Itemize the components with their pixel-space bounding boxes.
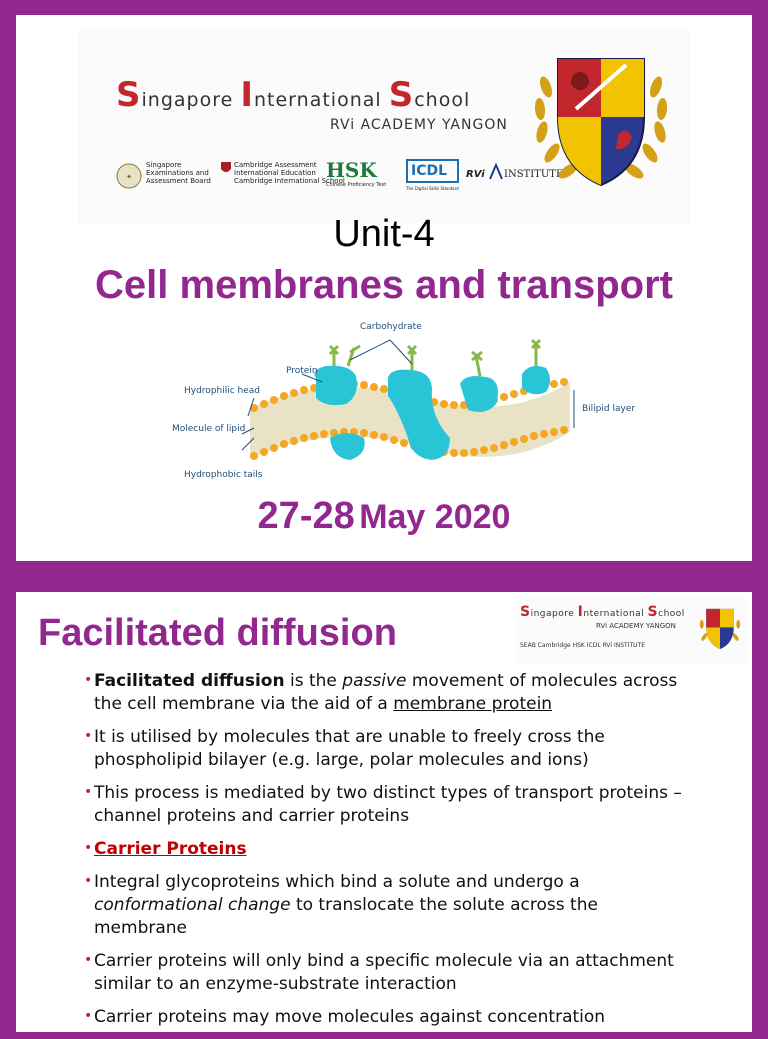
logo-text: Chinese Proficiency Test [326, 182, 387, 188]
school-crest-icon [534, 58, 668, 187]
text-span: is the [284, 671, 343, 691]
text-span: Integral glycoproteins which bind a solu… [94, 872, 580, 892]
school-name: Singapore International School [520, 604, 685, 620]
cambridge-shield-icon [221, 162, 231, 172]
logo-text: International Education [234, 169, 316, 177]
unit-subtitle: Cell membranes and transport [95, 263, 673, 307]
slide-title: Facilitated diffusion [38, 612, 397, 654]
logo-text: INSTITUTE [504, 169, 564, 180]
protein-label: Protein [286, 366, 318, 376]
school-name-part: nternational [583, 609, 648, 619]
svg-text:✦: ✦ [126, 173, 132, 181]
unit-title: Unit-4 [333, 213, 435, 255]
list-item: It is utilised by molecules that are una… [84, 725, 694, 772]
accreditation-logos: ✦ Singapore Examinations and Assessment … [116, 159, 563, 199]
cell-membrane-diagram: Carbohydrate Protein Hydrophilic head Mo… [150, 320, 635, 490]
logo-text: RVi [466, 169, 485, 180]
list-item: Carrier Proteins [84, 837, 694, 861]
school-name-part: chool [414, 89, 471, 111]
text-span: to translocate the solute across the mem… [94, 895, 598, 938]
hydrophilic-head-label: Hydrophilic head [184, 386, 261, 396]
list-item: Carrier proteins may move molecules agai… [84, 1005, 694, 1029]
list-item: Facilitated diffusion is the passive mov… [84, 669, 694, 716]
mini-school-banner: Singapore International School RVi ACADE… [516, 598, 748, 664]
school-name-initial: I [577, 604, 584, 620]
italic-term: passive [342, 671, 407, 691]
rvi-arrow-icon [489, 163, 503, 180]
logo-text: The Digital Skills Standard [406, 186, 459, 191]
list-item: This process is mediated by two distinct… [84, 781, 694, 828]
section-heading: Carrier Proteins [94, 839, 247, 859]
logo-text: Cambridge Assessment [234, 161, 317, 169]
school-name-initial: S [520, 604, 531, 620]
list-item: Integral glycoproteins which bind a solu… [84, 870, 694, 940]
lesson-date: 27-28 May 2020 [16, 495, 752, 538]
school-name-initial: S [647, 604, 659, 620]
italic-term: conformational change [94, 895, 291, 915]
text-span: movement of molecules across the cell me… [94, 671, 678, 714]
logo-text: Cambridge International School [234, 177, 345, 185]
date-month-year: May 2020 [359, 498, 511, 536]
list-item: Carrier proteins will only bind a specif… [84, 949, 694, 996]
carbohydrate-label: Carbohydrate [360, 322, 422, 332]
logo-text: Assessment Board [146, 177, 211, 185]
school-name: Singapore International School [116, 75, 470, 115]
bold-term: Facilitated diffusion [94, 671, 285, 691]
accreditation-logos: SEAB Cambridge HSK ICDL RVi INSTITUTE [520, 642, 645, 649]
school-name-initial: I [240, 75, 254, 115]
content-slide: Facilitated diffusion Singapore Internat… [16, 592, 752, 1032]
title-slide: Singapore International School RVi ACADE… [16, 15, 752, 561]
icdl-logo: ICDL The Digital Skills Standard [406, 159, 459, 197]
school-name-initial: S [388, 75, 415, 115]
school-name-part: nternational [254, 89, 389, 111]
school-name-part: ingapore [141, 89, 241, 111]
bullet-list: Facilitated diffusion is the passive mov… [84, 669, 694, 1039]
school-banner: Singapore International School RVi ACADE… [78, 27, 690, 223]
membrane-illustration [241, 338, 575, 460]
logo-text: HSK [326, 158, 377, 182]
hsk-logo: HSK Chinese Proficiency Test [326, 159, 386, 197]
logo-text: ICDL [406, 159, 459, 183]
school-subtitle: RVi ACADEMY YANGON [596, 622, 676, 630]
bilipid-layer-label: Bilipid layer [582, 404, 636, 414]
logo-text: Singapore [146, 161, 182, 169]
seab-emblem-icon: ✦ [116, 163, 142, 189]
hydrophobic-tails-label: Hydrophobic tails [184, 470, 263, 480]
date-days: 27-28 [257, 495, 355, 537]
logo-text: Examinations and [146, 169, 209, 177]
school-name-part: ingapore [530, 609, 578, 619]
molecule-of-lipid-label: Molecule of lipid [172, 424, 246, 434]
school-name-part: chool [658, 609, 685, 619]
school-crest-icon [699, 608, 741, 650]
school-subtitle: RVi ACADEMY YANGON [330, 117, 508, 133]
school-name-initial: S [116, 75, 142, 115]
underlined-term: membrane protein [393, 694, 553, 714]
